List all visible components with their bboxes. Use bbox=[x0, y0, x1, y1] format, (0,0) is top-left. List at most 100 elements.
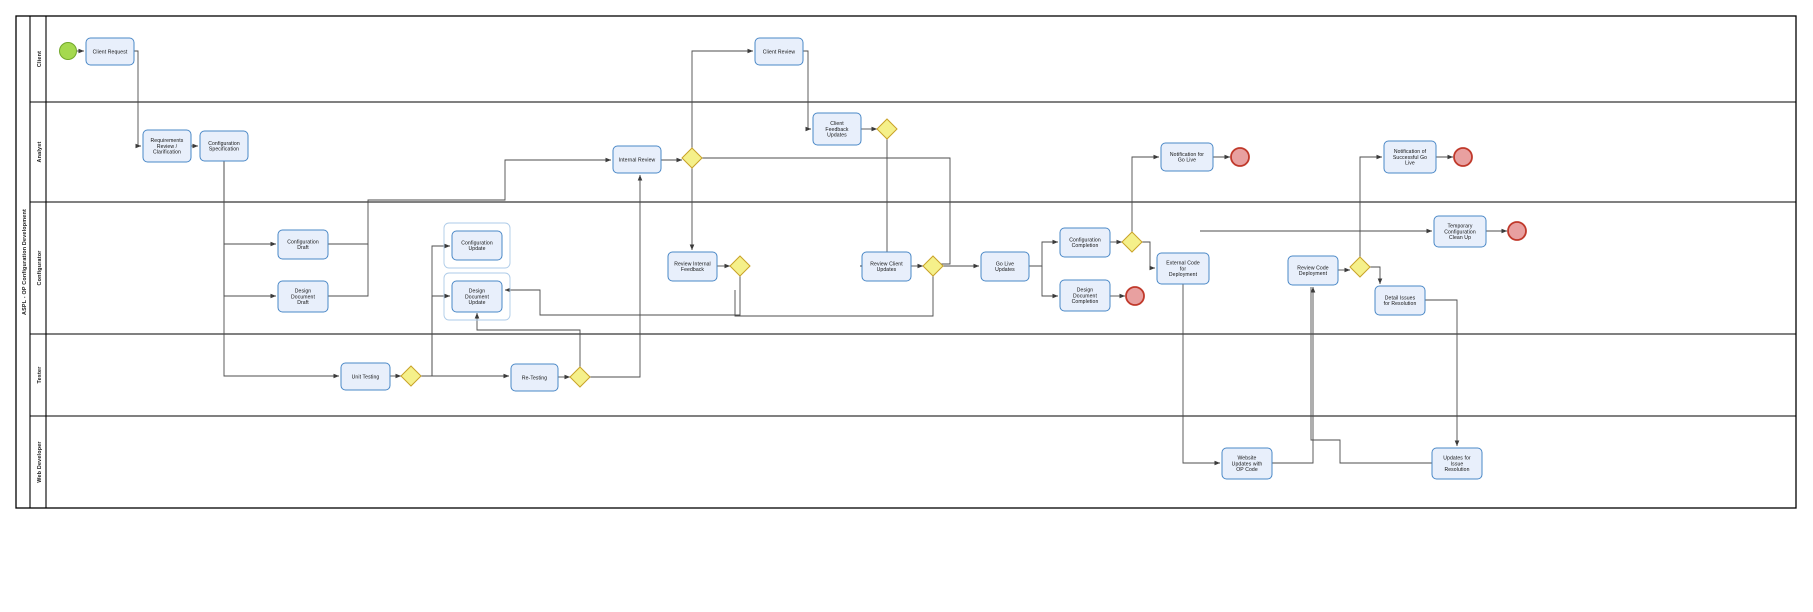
end-event-circle[interactable] bbox=[1507, 221, 1527, 241]
gateway-diamond[interactable] bbox=[1349, 256, 1371, 278]
end-event-circle[interactable] bbox=[1230, 147, 1250, 167]
task-rect[interactable] bbox=[980, 251, 1030, 282]
gateway-diamond[interactable] bbox=[922, 255, 944, 277]
gateway-review-client-updates[interactable] bbox=[922, 255, 944, 277]
end-event-temporary-configuration-clean-up[interactable] bbox=[1507, 221, 1527, 241]
task-client-review[interactable]: Client Review bbox=[754, 37, 804, 66]
task-rect[interactable] bbox=[861, 251, 912, 282]
gateway-review-internal-feedback[interactable] bbox=[729, 255, 751, 277]
end-event-design-document-completion[interactable] bbox=[1125, 286, 1145, 306]
task-rect[interactable] bbox=[754, 37, 804, 66]
task-rect[interactable] bbox=[667, 251, 718, 282]
task-rect[interactable] bbox=[277, 280, 329, 313]
task-rect[interactable] bbox=[1221, 447, 1273, 480]
task-rect[interactable] bbox=[85, 37, 135, 66]
task-rect[interactable] bbox=[1160, 142, 1214, 172]
task-label: Configuration bbox=[208, 141, 240, 147]
task-label: Design bbox=[469, 289, 486, 295]
task-rect[interactable] bbox=[1059, 227, 1111, 258]
task-label: for Resolution bbox=[1384, 301, 1417, 307]
task-label: Deployment bbox=[1169, 272, 1198, 278]
task-rect[interactable] bbox=[340, 362, 391, 391]
event-group bbox=[59, 42, 1527, 306]
gateway-diamond[interactable] bbox=[1121, 231, 1143, 253]
gateway-configuration-completion[interactable] bbox=[1121, 231, 1143, 253]
task-label: Feedback bbox=[825, 127, 849, 133]
task-label: Configuration bbox=[461, 241, 493, 247]
task-label: Document bbox=[465, 294, 490, 300]
task-rect[interactable] bbox=[1383, 140, 1437, 174]
gateway-diamond[interactable] bbox=[729, 255, 751, 277]
gateway-internal-review[interactable] bbox=[681, 147, 703, 169]
gateway-diamond[interactable] bbox=[681, 147, 703, 169]
subprocess-border bbox=[443, 272, 511, 321]
task-label: External Code bbox=[1166, 261, 1200, 267]
task-rect[interactable] bbox=[142, 129, 192, 163]
task-label: Live bbox=[1405, 160, 1415, 166]
gateway-client-feedback[interactable] bbox=[876, 118, 898, 140]
task-internal-review[interactable]: Internal Review bbox=[612, 145, 662, 174]
task-rect[interactable] bbox=[1059, 279, 1111, 312]
task-rect[interactable] bbox=[1156, 252, 1210, 285]
task-rect[interactable] bbox=[277, 229, 329, 260]
task-label: Successful Go bbox=[1393, 155, 1427, 161]
gateway-diamond[interactable] bbox=[876, 118, 898, 140]
task-rect[interactable] bbox=[1433, 215, 1487, 248]
end-event-circle[interactable] bbox=[1125, 286, 1145, 306]
task-label: Design bbox=[1077, 288, 1094, 294]
start-event-circle[interactable] bbox=[59, 42, 77, 60]
gateway-diamond[interactable] bbox=[569, 366, 591, 388]
end-event-successful-go-live[interactable] bbox=[1453, 147, 1473, 167]
task-label: Review / bbox=[157, 144, 178, 150]
end-event-circle[interactable] bbox=[1453, 147, 1473, 167]
task-label: Requirements bbox=[151, 138, 184, 144]
task-unit-testing[interactable]: Unit Testing bbox=[340, 362, 391, 391]
end-event-go-live-notification[interactable] bbox=[1230, 147, 1250, 167]
task-label: Updates for bbox=[1443, 456, 1471, 462]
task-label: Clean Up bbox=[1449, 235, 1471, 241]
start-event[interactable] bbox=[59, 42, 77, 60]
task-rect[interactable] bbox=[1374, 285, 1426, 316]
task-client-request[interactable]: Client Request bbox=[85, 37, 135, 66]
task-re-testing[interactable]: Re-Testing bbox=[510, 363, 559, 392]
gateway-review-code-deployment[interactable] bbox=[1349, 256, 1371, 278]
gateway-re-testing[interactable] bbox=[569, 366, 591, 388]
task-rect[interactable] bbox=[510, 363, 559, 392]
task-rect[interactable] bbox=[199, 130, 249, 162]
gateway-unit-testing[interactable] bbox=[400, 365, 422, 387]
task-rect[interactable] bbox=[1431, 447, 1483, 480]
gateway-diamond[interactable] bbox=[400, 365, 422, 387]
task-rect[interactable] bbox=[612, 145, 662, 174]
task-rect[interactable] bbox=[451, 230, 503, 261]
lane-label-configurator: Configurator bbox=[37, 250, 43, 286]
task-label: Configuration bbox=[1444, 229, 1476, 235]
task-rect[interactable] bbox=[1287, 255, 1339, 286]
task-rect[interactable] bbox=[812, 112, 862, 146]
task-label: Go Live bbox=[996, 262, 1014, 268]
task-label: Configuration bbox=[287, 240, 319, 246]
task-label: Updates bbox=[995, 267, 1015, 273]
task-rect[interactable] bbox=[451, 280, 503, 313]
